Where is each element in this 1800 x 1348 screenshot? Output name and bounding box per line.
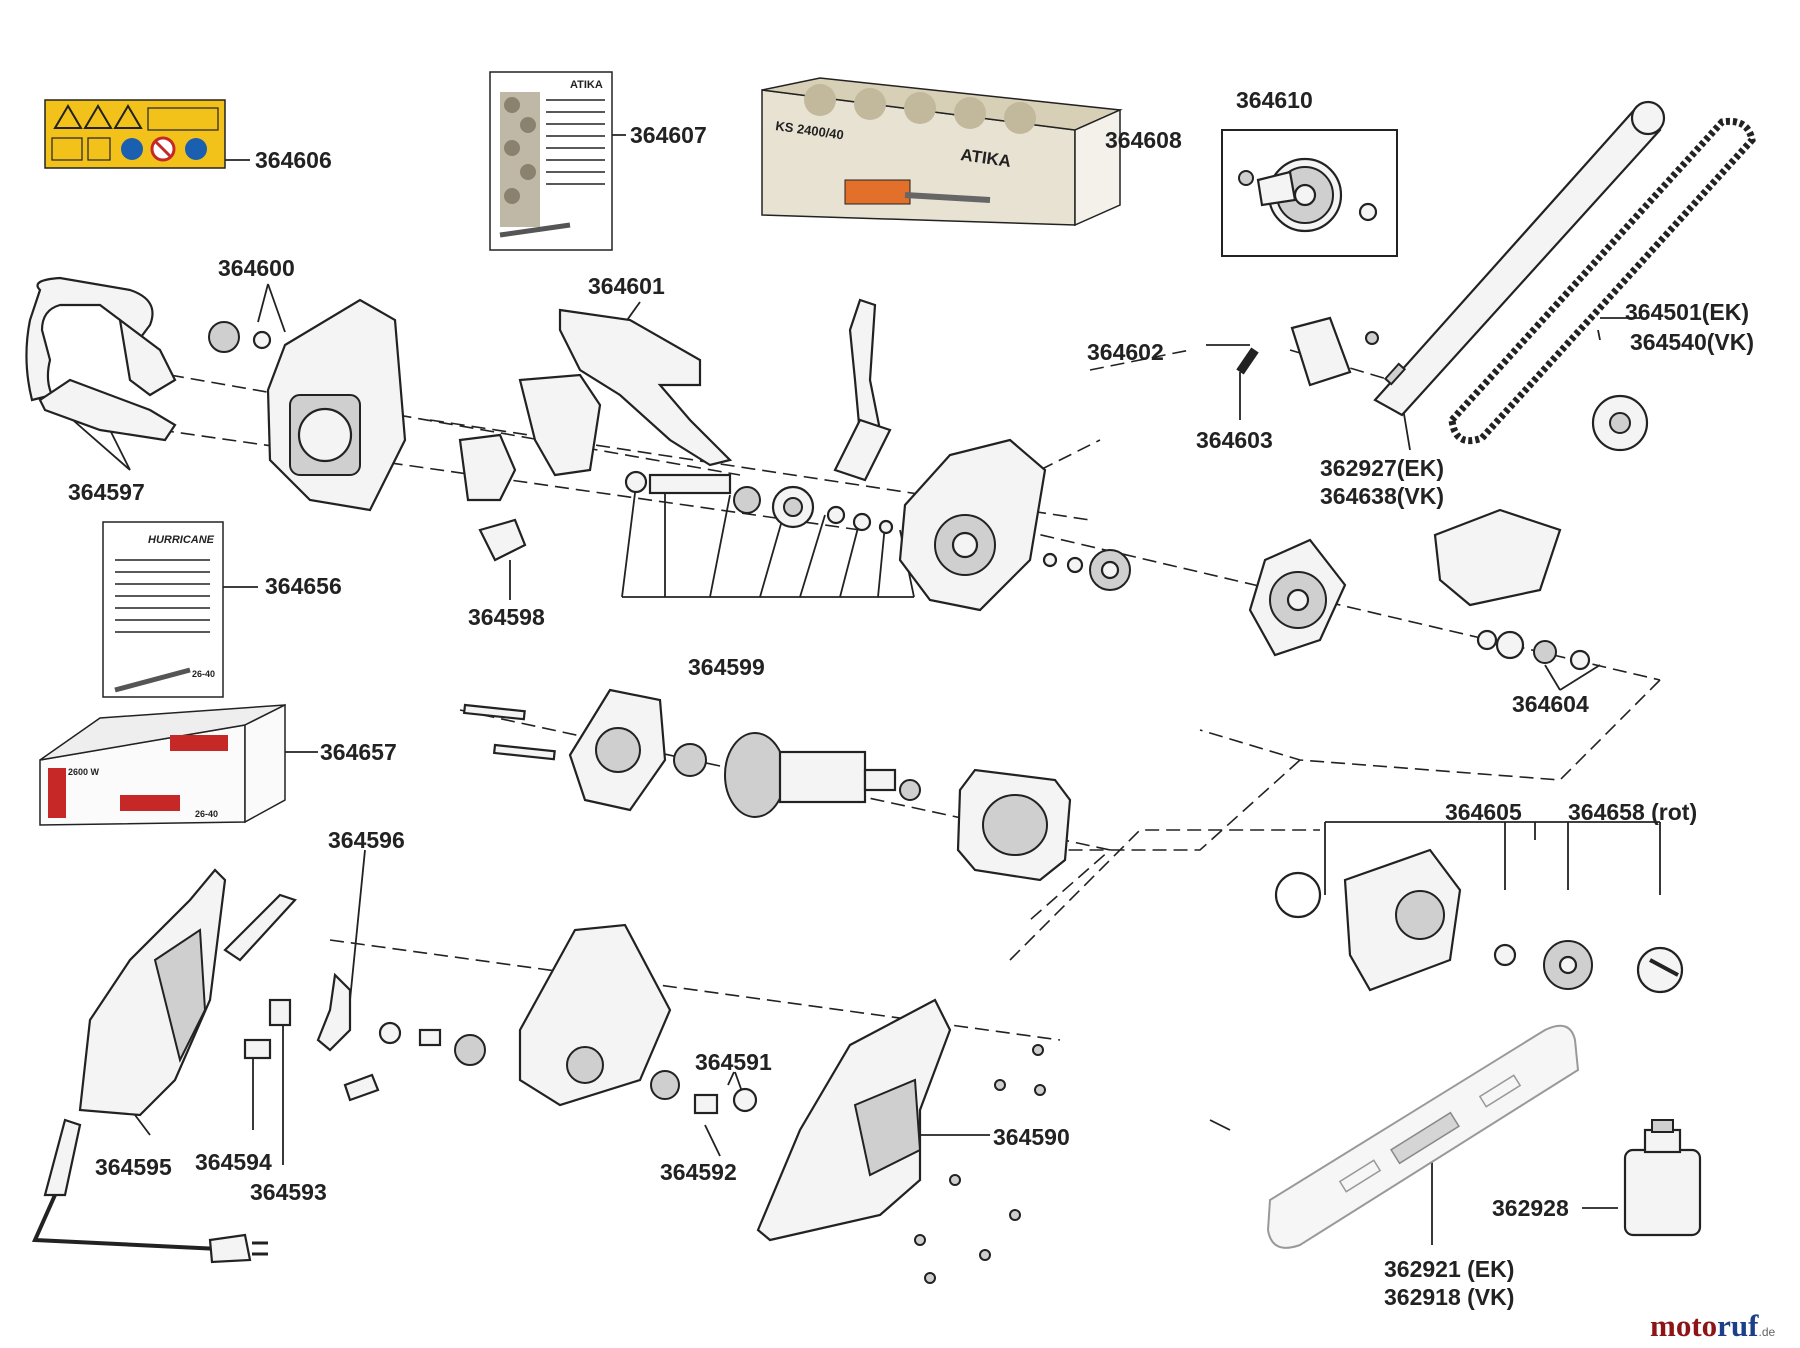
label-364591: 364591 [695,1049,772,1075]
oil-bottle-362928 [1623,1119,1702,1237]
label-364603: 364603 [1196,427,1273,453]
housing-right-364590 [756,998,952,1242]
motor-pins [462,703,556,761]
label-364610: 364610 [1236,87,1313,113]
label-364595: 364595 [95,1154,172,1180]
label-364602: 364602 [1087,339,1164,365]
label-364540-vk: 364540(VK) [1630,329,1754,355]
bar-plate-364602 [1290,316,1379,387]
sprocket-cover-364604 [1433,508,1591,671]
label-364600: 364600 [218,255,295,281]
label-364597: 364597 [68,479,145,505]
switch-parts-364594 [243,998,380,1102]
chain-cover-364601 [558,308,733,467]
label-364592: 364592 [660,1159,737,1185]
brake-band-housing [458,373,602,502]
tension-bolt-364603 [1236,347,1259,375]
label-364593: 364593 [250,1179,327,1205]
motor-housing-half [266,298,407,512]
hurricane-manual: HURRICANE 26-40 [102,521,224,698]
label-364598: 364598 [468,604,545,630]
label-364590: 364590 [993,1124,1070,1150]
label-364606: 364606 [255,147,332,173]
leader-lines [49,134,1661,1245]
label-362927-ek: 362927(EK) [1320,455,1444,481]
box-power-text: 2600 W [68,767,100,777]
label-362928: 362928 [1492,1195,1569,1221]
atika-manual: ATIKA [489,71,613,251]
hurricane-box: 2600 W 26-40 [39,703,286,826]
mains-cable [31,1118,268,1264]
armature [673,732,921,818]
screws [914,1044,1046,1284]
label-364607: 364607 [630,122,707,148]
oil-cap-assembly [1274,848,1684,994]
label-364601: 364601 [588,273,665,299]
part-labels: 364606 364607 364608 364610 364600 36460… [68,87,1754,1310]
label-364638-vk: 364638(VK) [1320,483,1444,509]
label-364599: 364599 [688,654,765,680]
label-364608: 364608 [1105,127,1182,153]
watermark-part2: ruf [1717,1308,1759,1343]
warning-label-sticker [44,99,226,169]
box-model2-text: 26-40 [195,809,218,819]
manual-model-text: 26-40 [192,669,215,679]
label-364594: 364594 [195,1149,272,1175]
guide-bar [1373,100,1666,417]
label-364656: 364656 [265,573,342,599]
saw-chain [1448,117,1756,452]
atika-box: KS 2400/40 ATIKA [761,77,1123,227]
sprocket-nose-inset [1221,129,1398,257]
bearing-parts [378,1021,486,1066]
label-362918-vk: 362918 (VK) [1384,1284,1514,1310]
clutch-flange [1248,538,1347,657]
trigger-364596 [223,893,352,1052]
svg-text:motoruf.de: motoruf.de [1650,1308,1775,1343]
gear-housing [898,438,1047,612]
stator-field [956,768,1072,882]
motoruf-watermark: motoruf.de [1650,1308,1775,1343]
knob-364600 [208,321,272,353]
label-364605: 364605 [1445,799,1522,825]
manual-hurricane-text: HURRICANE [148,534,215,546]
manual-brand-text: ATIKA [570,79,603,91]
watermark-part1: moto [1650,1308,1717,1343]
label-364657: 364657 [320,739,397,765]
gear-shaft-set-364599 [624,470,894,535]
bushings-364591 [650,1070,758,1115]
label-364501-ek: 364501(EK) [1625,299,1749,325]
motor-housing-center [518,923,672,1107]
label-364658-rot: 364658 (rot) [1568,799,1697,825]
housing-left-364595 [78,868,227,1117]
drive-gear-parts [1042,549,1131,591]
label-364596: 364596 [328,827,405,853]
oil-pump-assembly [833,298,892,482]
label-364604: 364604 [1512,691,1589,717]
motor-end-plate [568,688,667,812]
label-362921-ek: 362921 (EK) [1384,1256,1514,1282]
switch-364598 [478,518,527,562]
watermark-suffix: .de [1758,1325,1775,1339]
rear-handle [25,276,177,442]
spare-guide-bar [1266,1024,1580,1249]
